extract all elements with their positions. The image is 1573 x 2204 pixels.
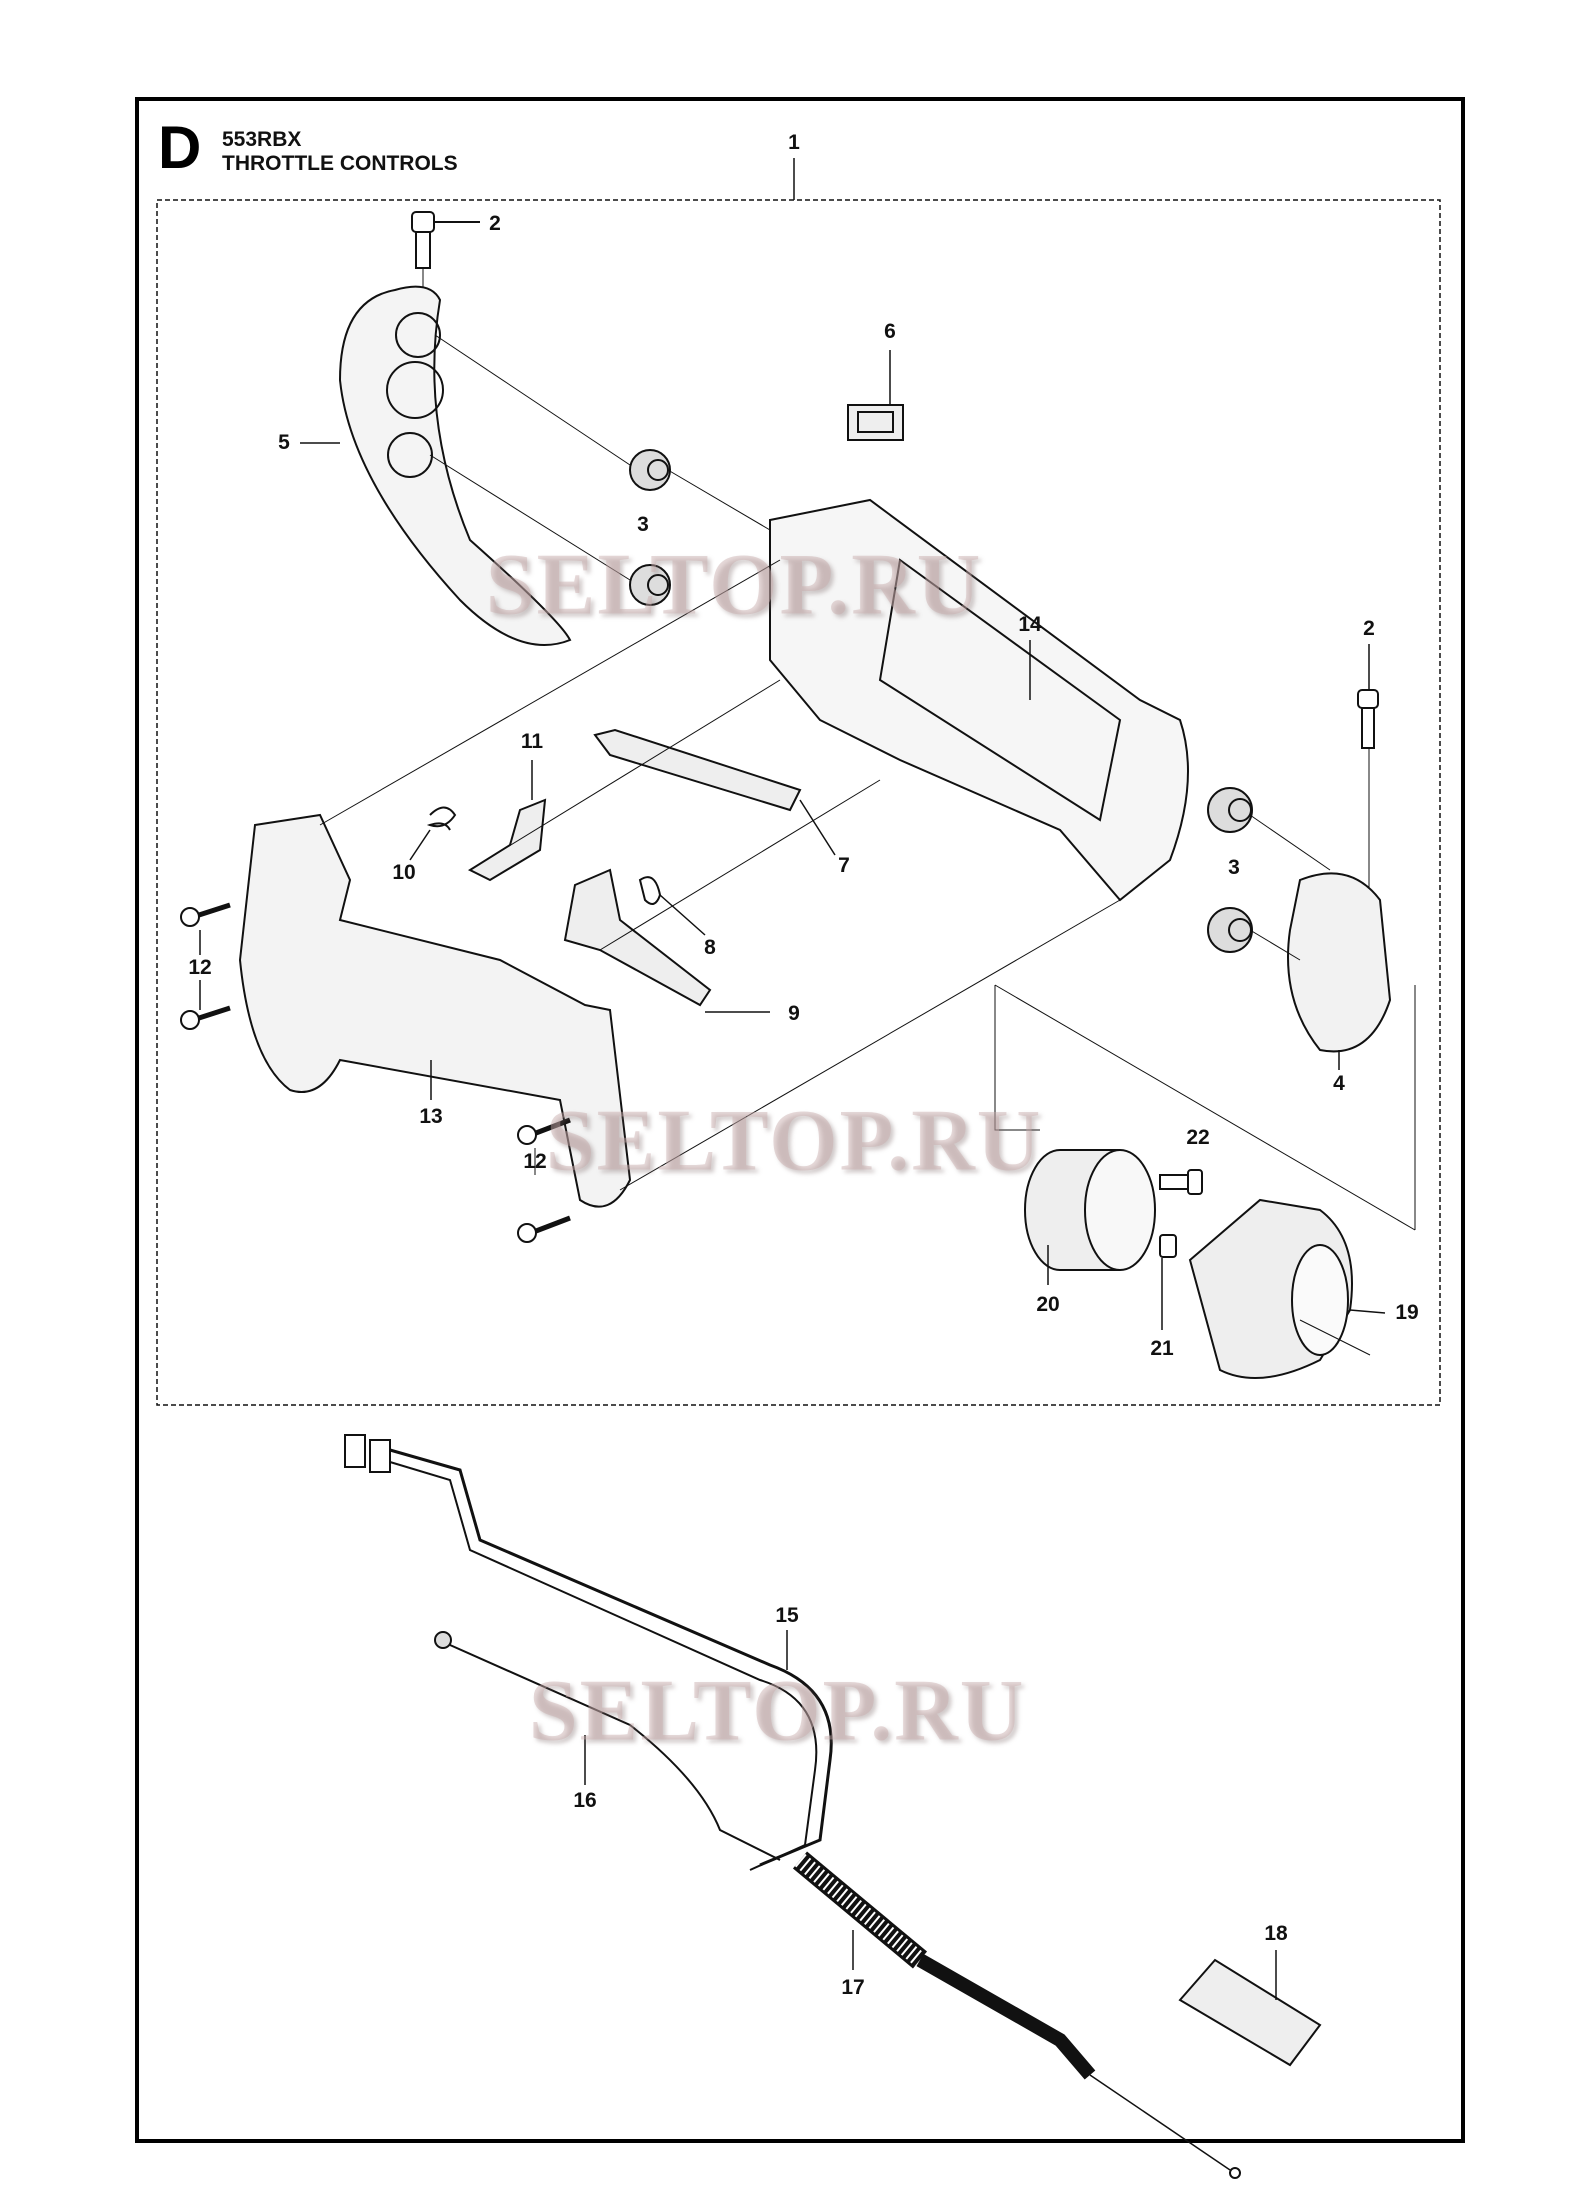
callout-1: 1: [788, 131, 800, 154]
screw-22: [1159, 1169, 1203, 1195]
callout-5: 5: [278, 431, 290, 454]
callout-4: 4: [1333, 1072, 1345, 1095]
spring-part-8: [638, 876, 662, 905]
watermark: SELTOP.RU: [545, 1092, 1043, 1190]
callout-13: 13: [419, 1105, 443, 1128]
trigger-part-9: [563, 868, 712, 1007]
callout-2: 2: [489, 212, 501, 235]
housing-part-14: [769, 498, 1189, 902]
switch-part-6: [847, 404, 904, 441]
screw-21: [1159, 1234, 1177, 1258]
callout-15: 15: [775, 1604, 799, 1627]
callout-20: 20: [1036, 1293, 1060, 1316]
callout-19: 19: [1395, 1301, 1419, 1324]
handle-part-5: [338, 285, 572, 646]
callout-11: 11: [520, 730, 544, 753]
watermark: SELTOP.RU: [485, 536, 983, 634]
callout-6: 6: [884, 320, 896, 343]
callout-3: 3: [1228, 856, 1240, 879]
screw-2-top: [411, 211, 480, 290]
callout-21: 21: [1150, 1337, 1174, 1360]
callout-12: 12: [188, 956, 212, 979]
cable-part-17: [792, 1851, 1241, 2179]
lever-part-11: [467, 798, 547, 882]
callout-2: 2: [1363, 617, 1375, 640]
diagram-frame: [135, 97, 1465, 2143]
callout-18: 18: [1264, 1922, 1288, 1945]
handle-part-13: [238, 813, 632, 1208]
callout-14: 14: [1018, 613, 1042, 636]
lever-part-7: [593, 728, 802, 812]
cable-part-15: [344, 1434, 833, 1871]
spring-part-10: [426, 806, 457, 831]
screw-12: [180, 902, 231, 927]
clip-part-18: [1178, 1958, 1322, 2067]
model-number: 553RBX: [222, 128, 302, 151]
callout-3: 3: [637, 513, 649, 536]
bearing-3: [629, 449, 671, 491]
diagram-title: THROTTLE CONTROLS: [222, 152, 458, 175]
callout-8: 8: [704, 936, 716, 959]
screw-12c: [517, 1215, 571, 1243]
watermark: SELTOP.RU: [528, 1662, 1026, 1760]
assembly-dashed-box: [156, 199, 1441, 1406]
callout-16: 16: [573, 1789, 597, 1812]
cover-part-4: [1287, 872, 1392, 1053]
callout-12: 12: [523, 1150, 547, 1173]
callout-17: 17: [841, 1976, 865, 1999]
cable-part-16: [434, 1631, 781, 1861]
section-letter: D: [158, 114, 202, 181]
screw-12b: [180, 1005, 231, 1030]
callout-7: 7: [838, 854, 850, 877]
callout-9: 9: [788, 1002, 800, 1025]
screw-12d: [517, 1117, 571, 1145]
callout-22: 22: [1186, 1126, 1210, 1149]
callout-10: 10: [392, 861, 416, 884]
